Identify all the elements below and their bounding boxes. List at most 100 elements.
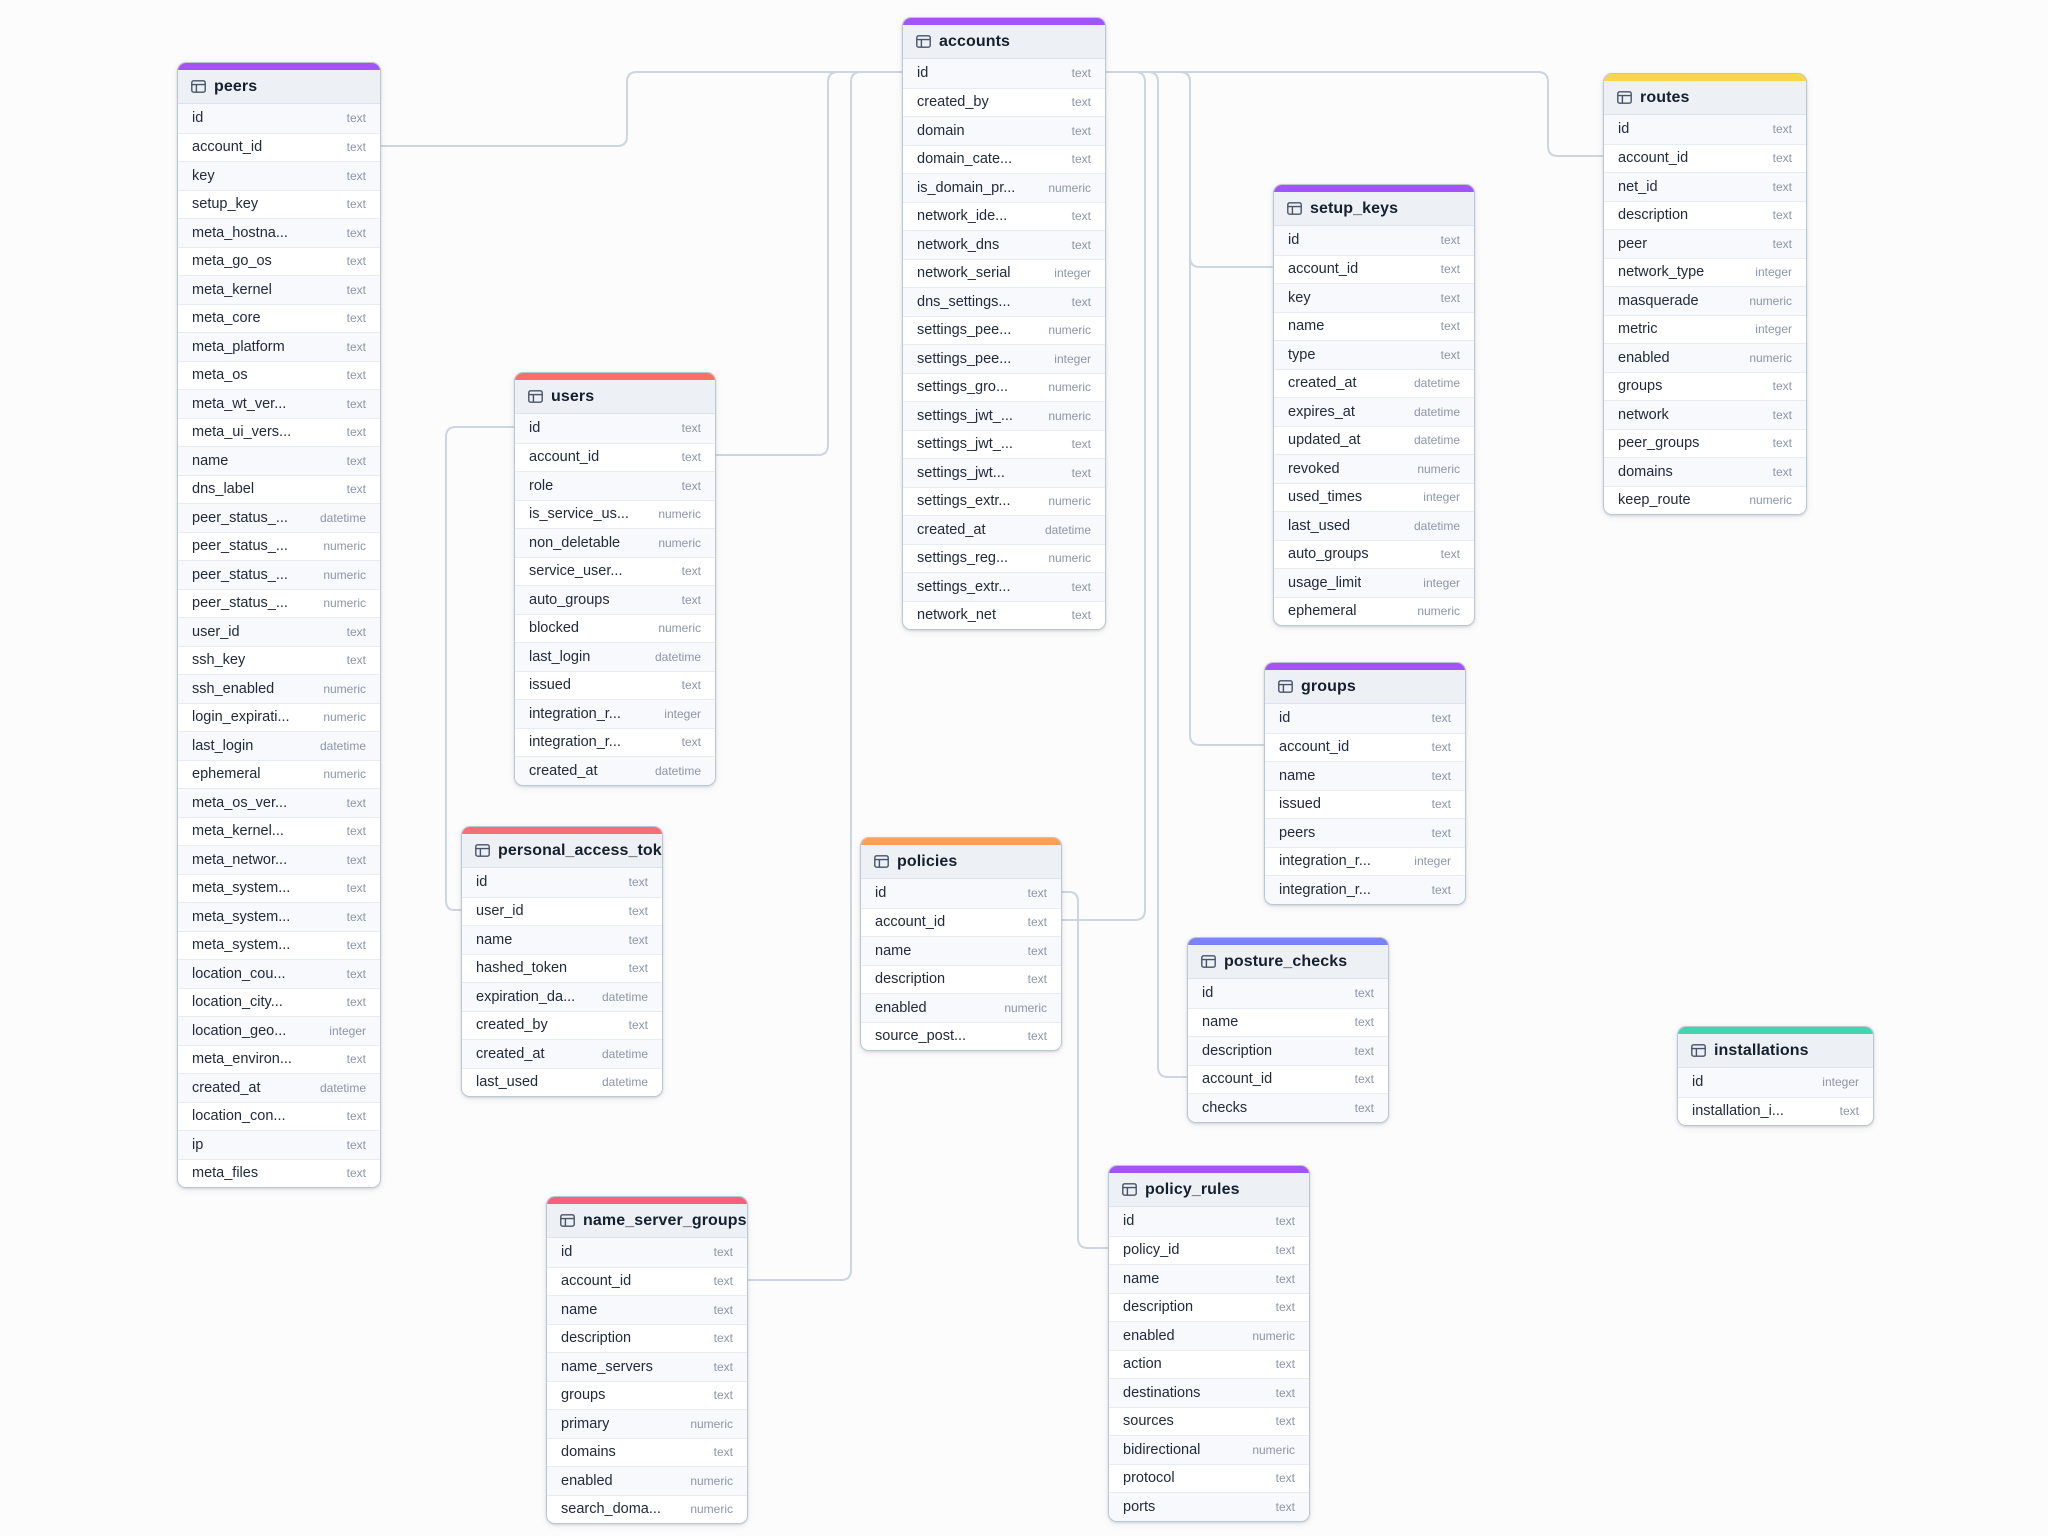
table-header[interactable]: setup_keys [1274,192,1474,226]
field-row-last_used[interactable]: last_used datetime [462,1067,662,1096]
field-row-dns_settings[interactable]: dns_settings... text [903,287,1105,316]
field-row-settings_extr[interactable]: settings_extr... text [903,572,1105,601]
field-row-meta_kernel[interactable]: meta_kernel text [178,275,380,304]
relationship-line[interactable] [1104,71,1603,157]
field-row-login_expirati[interactable]: login_expirati... numeric [178,702,380,731]
field-row-groups[interactable]: groups text [1604,371,1806,400]
field-row-location_con[interactable]: location_con... text [178,1101,380,1130]
field-row-settings_jwt_[interactable]: settings_jwt_... text [903,429,1105,458]
field-row-search_doma[interactable]: search_doma... numeric [547,1494,747,1523]
field-row-masquerade[interactable]: masquerade numeric [1604,286,1806,315]
relationship-line[interactable] [445,426,514,911]
field-row-checks[interactable]: checks text [1188,1093,1388,1122]
field-row-meta_os[interactable]: meta_os text [178,360,380,389]
field-row-meta_system[interactable]: meta_system... text [178,873,380,902]
field-row-settings_jwt[interactable]: settings_jwt... text [903,458,1105,487]
field-row-location_cou[interactable]: location_cou... text [178,959,380,988]
relationship-line[interactable] [1104,71,1273,268]
field-row-created_at[interactable]: created_at datetime [178,1073,380,1102]
field-row-auto_groups[interactable]: auto_groups text [1274,539,1474,568]
field-row-settings_pee[interactable]: settings_pee... numeric [903,315,1105,344]
field-row-ip[interactable]: ip text [178,1130,380,1159]
field-row-service_user[interactable]: service_user... text [515,556,715,585]
field-row-action[interactable]: action text [1109,1349,1309,1378]
field-row-name[interactable]: name text [462,925,662,954]
field-row-created_by[interactable]: created_by text [903,87,1105,116]
field-row-settings_reg[interactable]: settings_reg... numeric [903,543,1105,572]
field-row-meta_go_os[interactable]: meta_go_os text [178,246,380,275]
field-row-created_at[interactable]: created_at datetime [462,1039,662,1068]
table-policies[interactable]: policies id text account_id text name te… [860,837,1062,1051]
field-row-description[interactable]: description text [1109,1292,1309,1321]
field-row-revoked[interactable]: revoked numeric [1274,454,1474,483]
table-header[interactable]: accounts [903,25,1105,59]
field-row-network_dns[interactable]: network_dns text [903,230,1105,259]
field-row-domain[interactable]: domain text [903,116,1105,145]
field-row-network_type[interactable]: network_type integer [1604,257,1806,286]
field-row-user_id[interactable]: user_id text [178,617,380,646]
field-row-id[interactable]: id text [1188,979,1388,1008]
field-row-issued[interactable]: issued text [515,670,715,699]
field-row-name[interactable]: name text [178,446,380,475]
field-row-description[interactable]: description text [1604,200,1806,229]
field-row-sources[interactable]: sources text [1109,1406,1309,1435]
field-row-meta_core[interactable]: meta_core text [178,303,380,332]
table-header[interactable]: groups [1265,670,1465,704]
field-row-auto_groups[interactable]: auto_groups text [515,585,715,614]
field-row-location_geo[interactable]: location_geo... integer [178,1016,380,1045]
relationship-line[interactable] [378,71,902,147]
field-row-integration_r[interactable]: integration_r... text [515,727,715,756]
field-row-blocked[interactable]: blocked numeric [515,613,715,642]
field-row-peer_status_[interactable]: peer_status_... numeric [178,588,380,617]
field-row-bidirectional[interactable]: bidirectional numeric [1109,1435,1309,1464]
table-users[interactable]: users id text account_id text role text … [514,372,716,786]
field-row-meta_wt_ver[interactable]: meta_wt_ver... text [178,389,380,418]
field-row-name[interactable]: name text [1274,311,1474,340]
field-row-domains[interactable]: domains text [1604,457,1806,486]
field-row-installation_i[interactable]: installation_i... text [1678,1096,1873,1125]
table-groups[interactable]: groups id text account_id text name text… [1264,662,1466,905]
field-row-id[interactable]: id integer [1678,1068,1873,1097]
field-row-issued[interactable]: issued text [1265,789,1465,818]
field-row-description[interactable]: description text [547,1323,747,1352]
field-row-ephemeral[interactable]: ephemeral numeric [1274,596,1474,625]
field-row-enabled[interactable]: enabled numeric [861,993,1061,1022]
field-row-domain_cate[interactable]: domain_cate... text [903,144,1105,173]
field-row-settings_pee[interactable]: settings_pee... integer [903,344,1105,373]
field-row-id[interactable]: id text [178,104,380,133]
field-row-used_times[interactable]: used_times integer [1274,482,1474,511]
field-row-peer_groups[interactable]: peer_groups text [1604,428,1806,457]
field-row-last_login[interactable]: last_login datetime [178,731,380,760]
field-row-dns_label[interactable]: dns_label text [178,474,380,503]
field-row-meta_os_ver[interactable]: meta_os_ver... text [178,788,380,817]
table-accounts[interactable]: accounts id text created_by text domain … [902,17,1106,630]
field-row-integration_r[interactable]: integration_r... integer [1265,846,1465,875]
field-row-non_deletable[interactable]: non_deletable numeric [515,528,715,557]
field-row-ephemeral[interactable]: ephemeral numeric [178,759,380,788]
field-row-policy_id[interactable]: policy_id text [1109,1235,1309,1264]
field-row-source_post[interactable]: source_post... text [861,1021,1061,1050]
table-header[interactable]: posture_checks [1188,945,1388,979]
field-row-peers[interactable]: peers text [1265,818,1465,847]
field-row-name[interactable]: name text [861,936,1061,965]
table-header[interactable]: routes [1604,81,1806,115]
field-row-id[interactable]: id text [1109,1207,1309,1236]
field-row-expires_at[interactable]: expires_at datetime [1274,397,1474,426]
field-row-enabled[interactable]: enabled numeric [1604,343,1806,372]
field-row-expiration_da[interactable]: expiration_da... datetime [462,982,662,1011]
field-row-id[interactable]: id text [903,59,1105,88]
field-row-meta_kernel[interactable]: meta_kernel... text [178,816,380,845]
field-row-protocol[interactable]: protocol text [1109,1463,1309,1492]
table-posture_checks[interactable]: posture_checks id text name text descrip… [1187,937,1389,1123]
table-header[interactable]: policy_rules [1109,1173,1309,1207]
field-row-peer[interactable]: peer text [1604,229,1806,258]
field-row-hashed_token[interactable]: hashed_token text [462,953,662,982]
field-row-id[interactable]: id text [515,414,715,443]
field-row-is_service_us[interactable]: is_service_us... numeric [515,499,715,528]
field-row-meta_networ[interactable]: meta_networ... text [178,845,380,874]
field-row-peer_status_[interactable]: peer_status_... datetime [178,503,380,532]
field-row-location_city[interactable]: location_city... text [178,987,380,1016]
field-row-net_id[interactable]: net_id text [1604,172,1806,201]
field-row-account_id[interactable]: account_id text [178,132,380,161]
